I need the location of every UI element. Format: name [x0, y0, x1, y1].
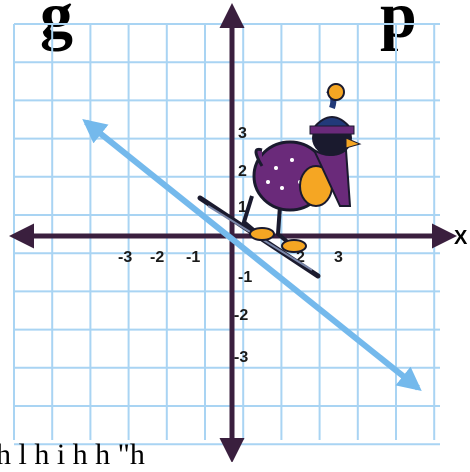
y-tick-label: 1 — [238, 199, 247, 216]
skiing-penguin-illustration — [197, 83, 362, 279]
y-tick-label: 2 — [238, 163, 247, 180]
x-tick-label: 3 — [334, 249, 343, 266]
x-tick-label: -1 — [186, 249, 200, 266]
y-tick-label: -1 — [238, 269, 252, 286]
x-axis-label: X — [454, 227, 468, 249]
y-tick-label: -3 — [234, 349, 248, 366]
x-tick-label: 2 — [296, 249, 305, 266]
title-fragment-left: g — [40, 0, 73, 52]
y-tick-label: 3 — [238, 125, 247, 142]
title-fragment-right: p — [380, 0, 417, 52]
y-tick-label: -2 — [234, 307, 248, 324]
graphed-line — [82, 118, 422, 392]
graph-svg: -3 -2 -1 2 3 3 2 1 -1 -2 -3 X — [9, 3, 468, 462]
x-tick-label: -3 — [118, 249, 132, 266]
cropped-caption-text: h l h i h h "h — [0, 438, 145, 471]
x-tick-label: -2 — [150, 249, 164, 266]
